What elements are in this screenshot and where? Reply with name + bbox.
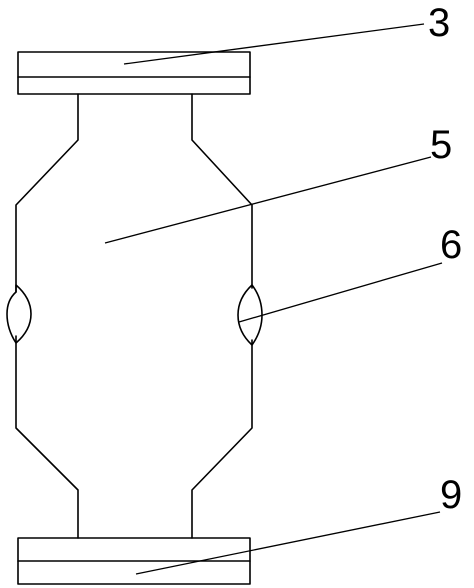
leader-line-3 <box>123 23 425 65</box>
body-outline <box>15 93 253 539</box>
top-flange <box>17 51 251 95</box>
leader-lines <box>104 23 443 575</box>
right-bulge <box>237 284 263 346</box>
bottom-flange <box>17 537 251 585</box>
side-bulges <box>6 284 263 346</box>
callout-label-6: 6 <box>440 223 462 267</box>
callout-labels: 3 5 6 9 <box>428 1 462 517</box>
callout-label-9: 9 <box>440 473 462 517</box>
callout-label-3: 3 <box>428 1 450 45</box>
leader-line-5 <box>104 156 432 244</box>
callout-label-5: 5 <box>430 123 452 167</box>
body-right-wall <box>191 93 253 539</box>
leader-line-9 <box>135 511 441 575</box>
body-left-wall <box>15 93 79 539</box>
leader-line-6 <box>238 262 443 323</box>
left-bulge <box>6 284 32 344</box>
